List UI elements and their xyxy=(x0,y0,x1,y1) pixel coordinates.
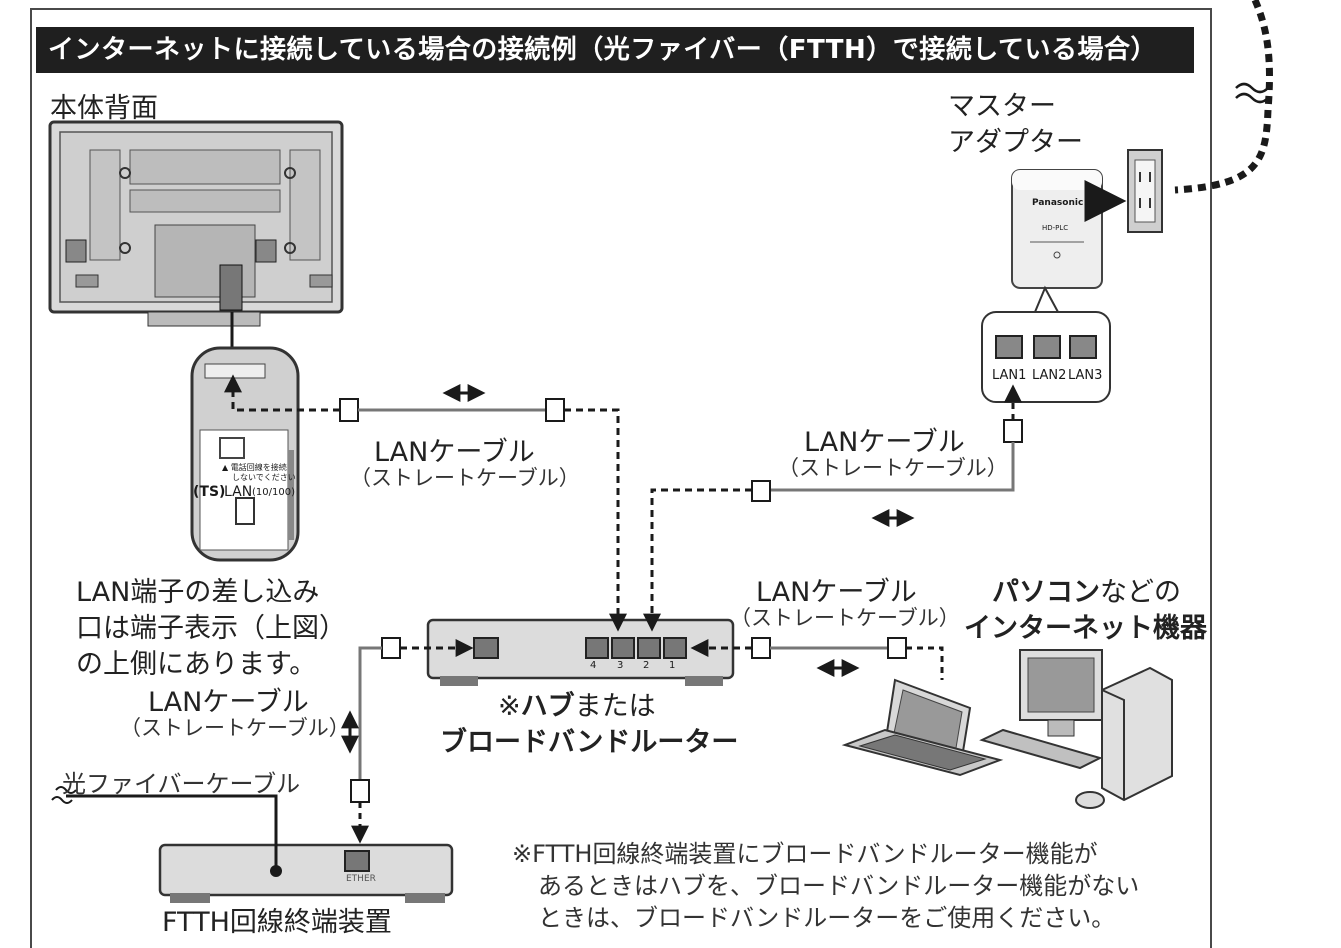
cable-label-3: LANケーブル xyxy=(756,577,917,608)
hub-label-line1: ※ハブまたは xyxy=(498,691,656,722)
cable-ftth-hub xyxy=(341,637,474,844)
hub-port-2: 2 xyxy=(643,660,650,671)
hub-router xyxy=(426,618,735,686)
diagram-frame xyxy=(30,8,1212,948)
cable-sub-label-3: （ストレートケーブル） xyxy=(730,606,960,630)
tv-rear-image xyxy=(48,120,344,327)
adapter-label-line2: アダプター xyxy=(948,127,1083,158)
adapter-label-line1: マスター xyxy=(948,91,1056,122)
ftth-label: FTTH回線終端装置 xyxy=(162,907,392,938)
lan-note-line3: の上側にあります。 xyxy=(76,649,317,680)
page-title: インターネットに接続している場合の接続例（光ファイバー（FTTH）で接続している… xyxy=(36,27,1194,73)
footnote-line1: ※FTTH回線終端装置にブロードバンドルーター機能が xyxy=(512,840,1098,868)
hub-port-3: 3 xyxy=(617,660,624,671)
cable-sub-label-2: （ストレートケーブル） xyxy=(778,456,1008,480)
cable-sub-label-1: （ストレートケーブル） xyxy=(350,466,580,490)
fiber-label: 光ファイバーケーブル xyxy=(62,770,301,798)
pc-label-line2: インターネット機器 xyxy=(964,613,1207,644)
footnote-line2: あるときはハブを、ブロードバンドルーター機能がない xyxy=(538,872,1140,900)
cable-label-4: LANケーブル xyxy=(148,687,309,718)
power-line xyxy=(1174,0,1273,194)
tv-port-label: LAN xyxy=(224,484,253,500)
adapter-model: HD-PLC xyxy=(1042,224,1069,232)
cable-tv-hub xyxy=(224,374,627,632)
cable-hub-pc xyxy=(690,637,944,680)
tv-rear-label: 本体背面 xyxy=(50,93,158,124)
adapter-port-callout xyxy=(981,285,1111,403)
tv-ts-label: (TS) xyxy=(193,484,226,500)
hub-port-1: 1 xyxy=(669,660,676,671)
adapter-brand: Panasonic xyxy=(1032,198,1084,208)
tv-warning-line1: ▲ 電話回線を接続 xyxy=(222,463,287,472)
ftth-device xyxy=(158,843,454,903)
lan-note-line1: LAN端子の差し込み xyxy=(76,577,320,608)
hub-label-line2: ブロードバンドルーター xyxy=(440,727,739,758)
adapter-port-lan2: LAN2 xyxy=(1032,368,1067,383)
master-adapter xyxy=(1011,169,1103,289)
wall-outlet xyxy=(1127,149,1163,233)
hub-port-4: 4 xyxy=(590,660,597,671)
ftth-port-label: ETHER xyxy=(346,874,376,884)
footnote-line3: ときは、ブロードバンドルーターをご使用ください。 xyxy=(538,904,1116,932)
desktop-pc-image xyxy=(979,649,1173,809)
cable-label-2: LANケーブル xyxy=(804,427,965,458)
pc-label-line1: パソコンなどの xyxy=(992,577,1181,608)
lan-note-line2: 口は端子表示（上図） xyxy=(76,613,346,644)
cable-adapter-hub xyxy=(643,384,1023,632)
tv-port-spec: (10/100) xyxy=(252,487,295,498)
cable-label-1: LANケーブル xyxy=(374,437,535,468)
adapter-port-lan1: LAN1 xyxy=(992,368,1027,383)
cable-sub-label-4: （ストレートケーブル） xyxy=(120,716,350,740)
tv-lan-panel xyxy=(190,346,300,562)
tv-warning-line2: しないでください xyxy=(232,473,296,482)
adapter-port-lan3: LAN3 xyxy=(1068,368,1103,383)
laptop-image xyxy=(841,678,1004,777)
fiber-cable xyxy=(51,786,278,866)
